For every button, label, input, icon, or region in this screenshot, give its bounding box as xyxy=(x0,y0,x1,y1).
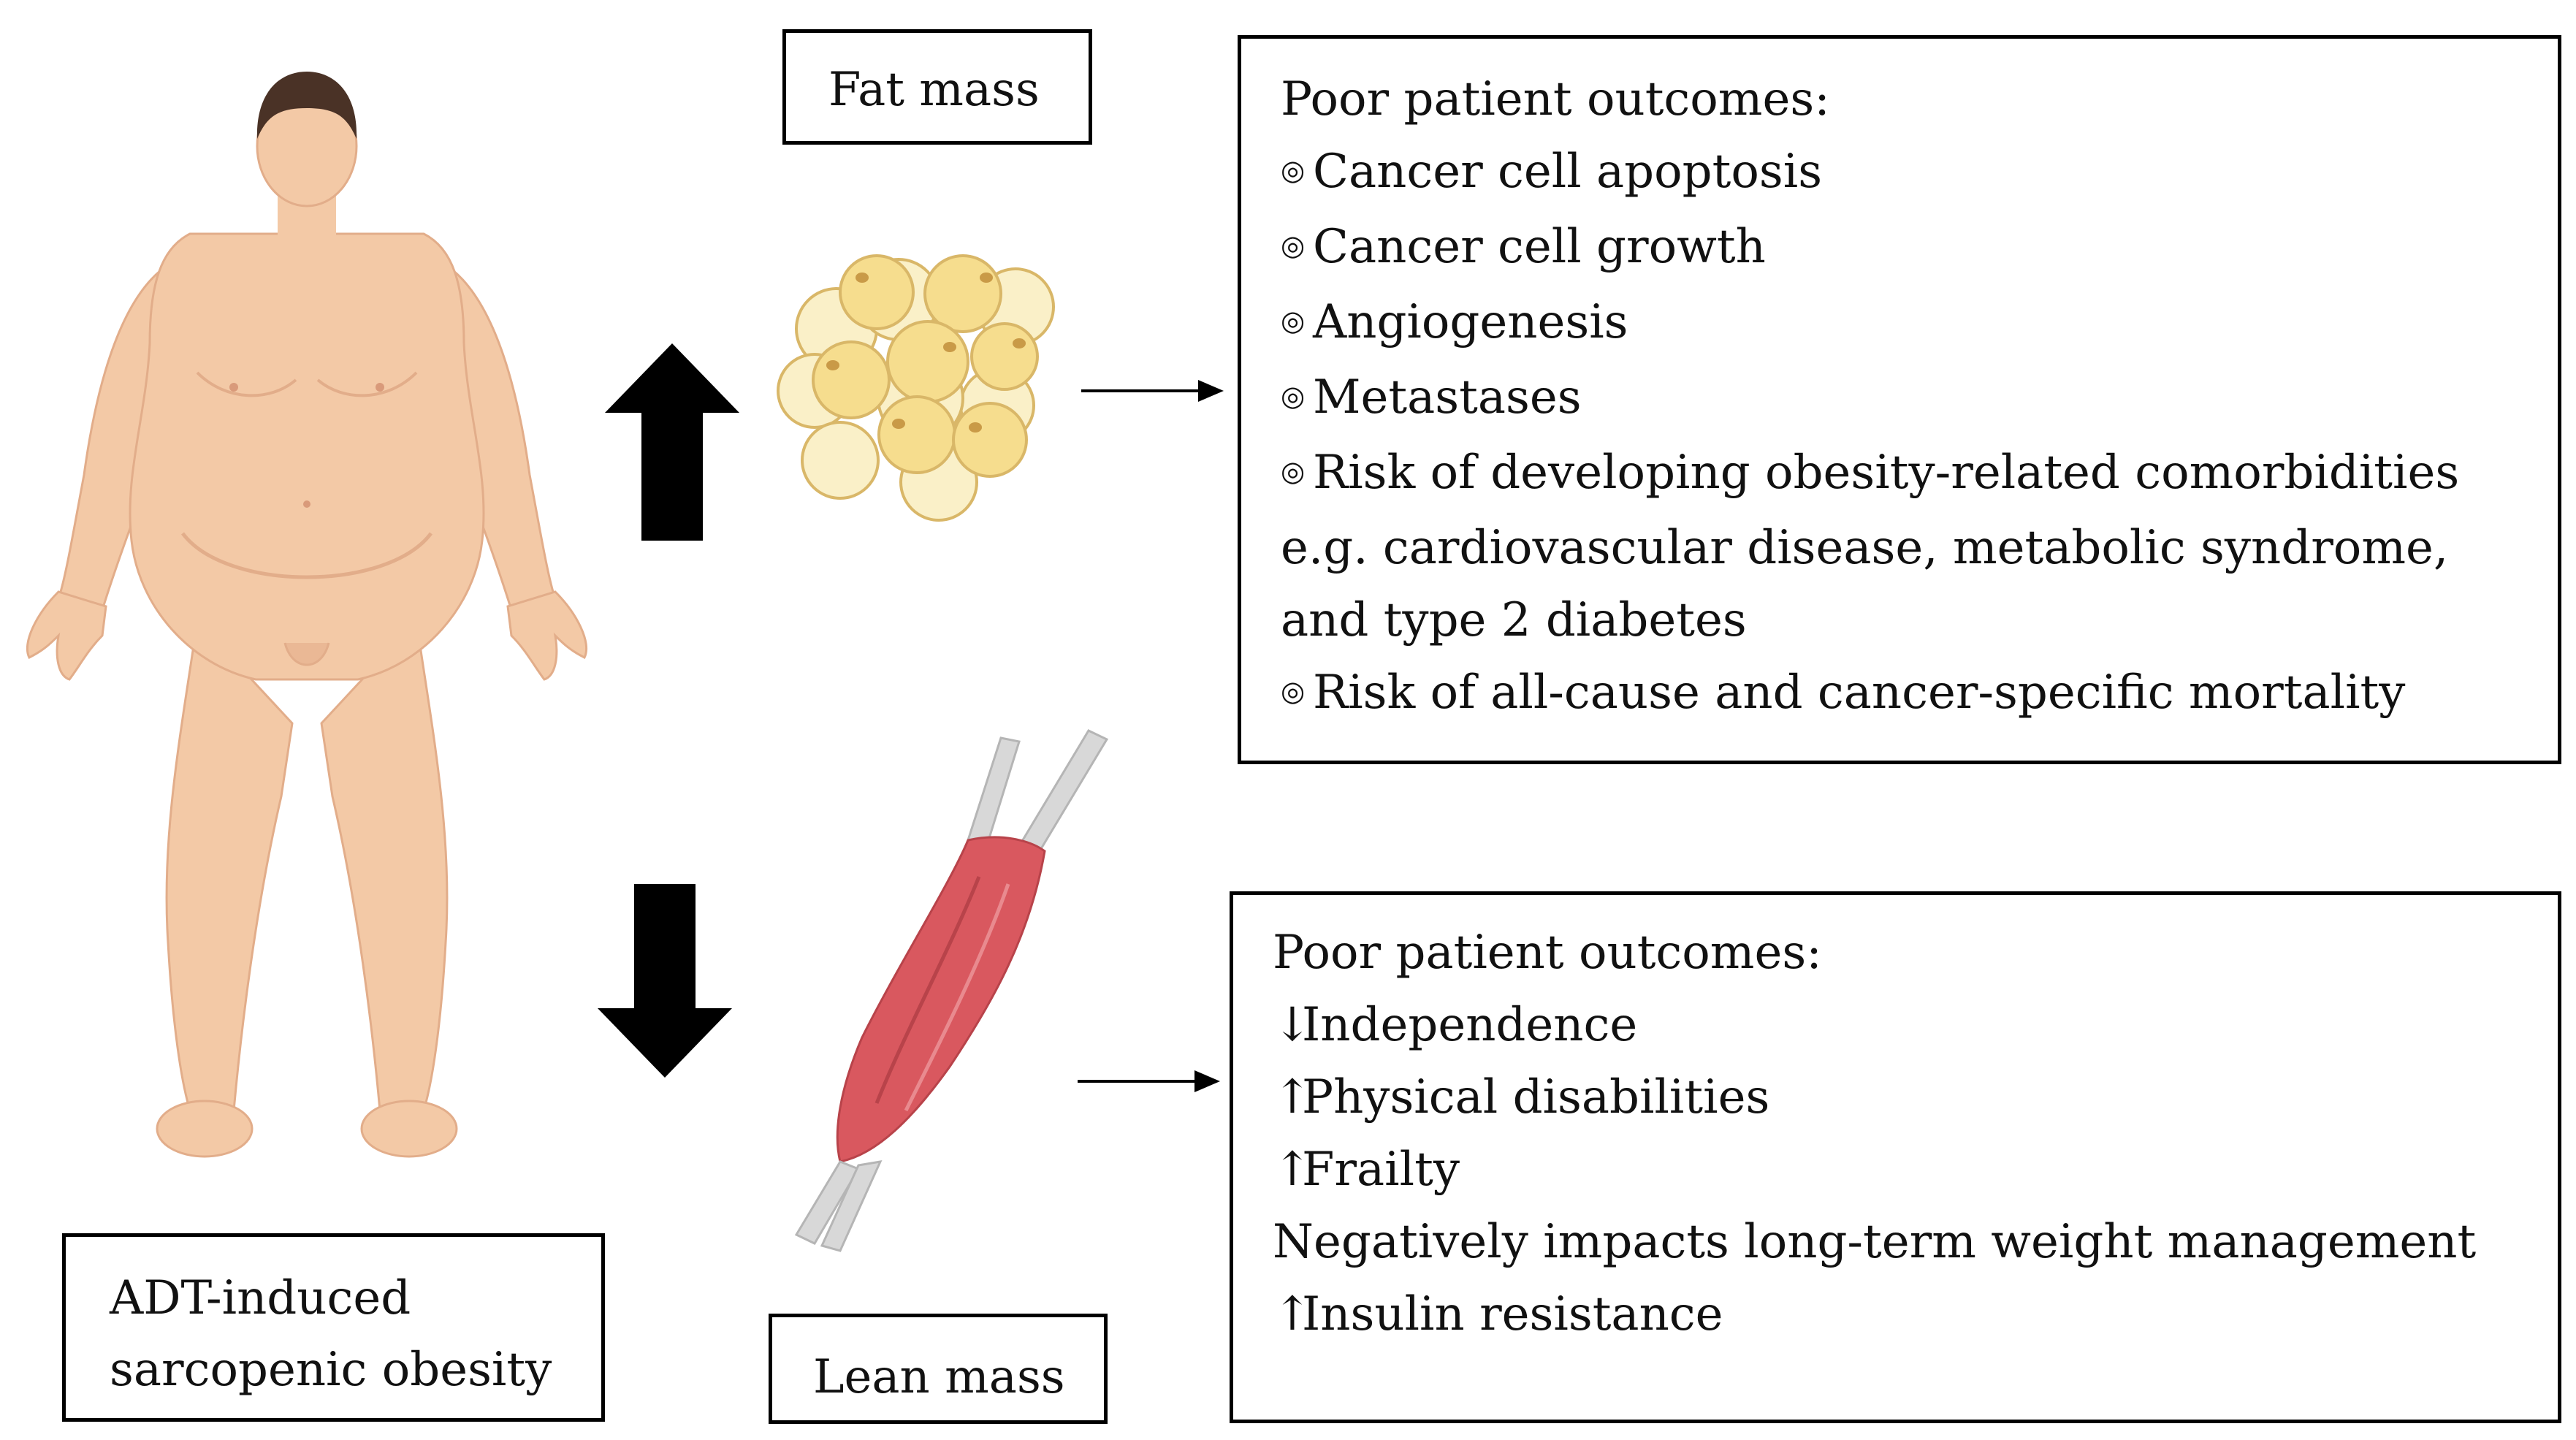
condition-label-line1: ADT-induced xyxy=(110,1271,411,1325)
up-arrow-symbol-icon: ↑ xyxy=(1273,1070,1312,1124)
fat-cells-illustration xyxy=(777,254,1055,522)
list-item: ◎Risk of all-cause and cancer-specific m… xyxy=(1281,657,2459,732)
spiral-bullet-icon: ◎ xyxy=(1281,675,1306,707)
condition-label-line2: sarcopenic obesity xyxy=(110,1343,552,1397)
list-item: ↓Independence xyxy=(1273,989,2476,1062)
spiral-bullet-icon: ◎ xyxy=(1281,380,1306,412)
lean-outcomes-list: Poor patient outcomes: ↓Independence ↑Ph… xyxy=(1273,917,2476,1351)
list-item: ↑Physical disabilities xyxy=(1273,1062,2476,1134)
list-item: ◎Risk of developing obesity-related como… xyxy=(1281,437,2459,512)
lean-outcomes-heading: Poor patient outcomes: xyxy=(1273,926,1822,980)
list-item: Negatively impacts long-term weight mana… xyxy=(1273,1215,2477,1269)
muscle-illustration xyxy=(794,729,1109,1252)
down-arrow-symbol-icon: ↓ xyxy=(1273,998,1312,1052)
lean-outcomes-box: Poor patient outcomes: ↓Independence ↑Ph… xyxy=(1230,891,2561,1423)
lean-mass-label: Lean mass xyxy=(813,1350,1065,1404)
lean-mass-label-box: Lean mass xyxy=(769,1314,1108,1424)
list-item: ◎Cancer cell growth xyxy=(1281,211,2459,286)
obese-body-figure xyxy=(26,72,588,1158)
fat-outcomes-box: Poor patient outcomes: ◎Cancer cell apop… xyxy=(1238,35,2561,764)
list-item: ◎Angiogenesis xyxy=(1281,286,2459,362)
body-illustration xyxy=(26,72,588,1158)
spiral-bullet-icon: ◎ xyxy=(1281,229,1306,262)
list-item: ↑Insulin resistance xyxy=(1273,1279,2476,1351)
up-arrow-symbol-icon: ↑ xyxy=(1273,1143,1312,1197)
fat-outcomes-heading: Poor patient outcomes: xyxy=(1281,72,1830,126)
up-arrow-icon xyxy=(605,343,739,541)
spiral-bullet-icon: ◎ xyxy=(1281,455,1306,487)
list-item: ◎Metastases xyxy=(1281,362,2459,437)
list-item: ↑Frailty xyxy=(1273,1134,2476,1206)
down-arrow-icon xyxy=(598,884,732,1078)
arrow-to-fat-outcomes xyxy=(1081,380,1224,402)
list-item: ◎Cancer cell apoptosis xyxy=(1281,136,2459,211)
comorbidity-example-line2: and type 2 diabetes xyxy=(1281,593,1747,647)
fat-mass-label: Fat mass xyxy=(828,63,1040,117)
spiral-bullet-icon: ◎ xyxy=(1281,154,1306,186)
arrow-to-lean-outcomes xyxy=(1078,1070,1220,1092)
fat-mass-label-box: Fat mass xyxy=(782,29,1092,145)
fat-outcomes-list: Poor patient outcomes: ◎Cancer cell apop… xyxy=(1281,64,2459,732)
condition-label-box: ADT-induced sarcopenic obesity xyxy=(62,1233,605,1422)
comorbidity-example-line1: e.g. cardiovascular disease, metabolic s… xyxy=(1281,521,2449,575)
up-arrow-symbol-icon: ↑ xyxy=(1273,1287,1312,1341)
spiral-bullet-icon: ◎ xyxy=(1281,305,1306,337)
